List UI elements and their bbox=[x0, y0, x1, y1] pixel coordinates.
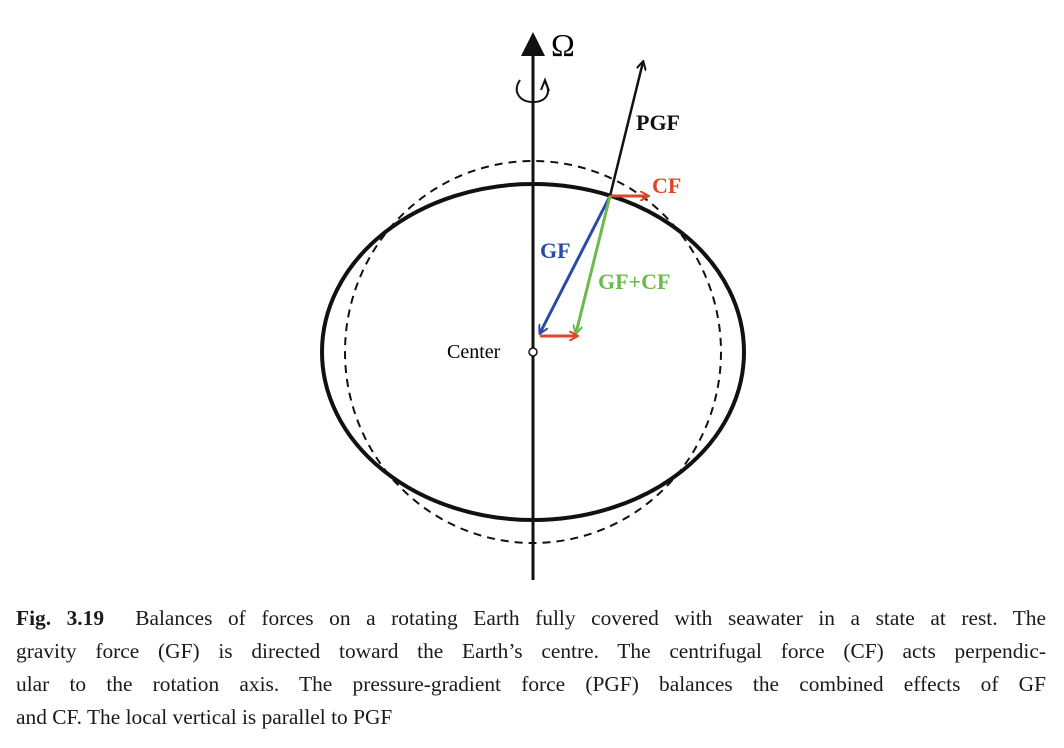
center-point bbox=[528, 347, 538, 357]
cf-label: CF bbox=[652, 173, 681, 198]
gf-arrow bbox=[540, 195, 612, 333]
caption-line-1: Fig. 3.19 Balances of forces on a rotati… bbox=[16, 602, 1046, 635]
figure-number: Fig. 3.19 bbox=[16, 606, 105, 630]
gf-cf-label: GF+CF bbox=[598, 269, 670, 294]
rotation-direction-arrowhead bbox=[540, 77, 550, 92]
pgf-label: PGF bbox=[636, 110, 680, 135]
figure-caption: Fig. 3.19 Balances of forces on a rotati… bbox=[16, 602, 1046, 734]
center-label: Center bbox=[447, 341, 501, 363]
earth-force-diagram: Ω Center PGF CF GF GF+CF bbox=[320, 27, 746, 580]
caption-line-2: gravity force (GF) is directed toward th… bbox=[16, 639, 1046, 663]
caption-line-3: ular to the rotation axis. The pressure-… bbox=[16, 672, 1046, 696]
rotation-axis-arrowhead bbox=[521, 32, 545, 56]
omega-symbol: Ω bbox=[551, 27, 575, 63]
pgf-arrow bbox=[608, 62, 643, 197]
caption-line-1-text: Balances of forces on a rotating Earth f… bbox=[135, 606, 1046, 630]
gf-label: GF bbox=[540, 238, 571, 263]
rotation-direction-icon bbox=[515, 79, 549, 104]
caption-line-4: and CF. The local vertical is parallel t… bbox=[16, 705, 393, 729]
gf-cf-arrow bbox=[576, 195, 612, 333]
